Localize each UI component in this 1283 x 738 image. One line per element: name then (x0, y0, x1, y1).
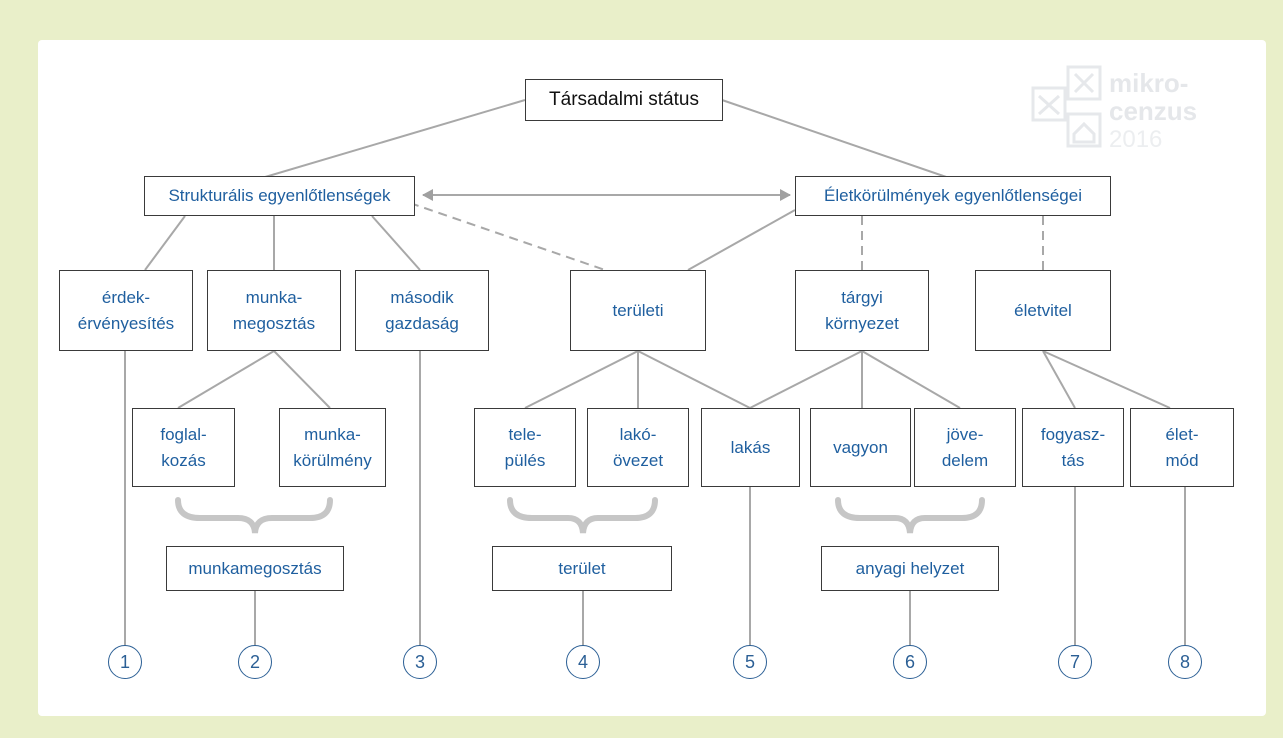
brace-munkamegosztas (175, 497, 333, 534)
line-2: mód (1165, 450, 1199, 470)
node-vagyon: vagyon (810, 408, 911, 487)
line-ter-lakas (637, 350, 751, 409)
line-munka-korulmeny (273, 350, 331, 409)
line-targy-jove (861, 350, 961, 409)
group-munkamegosztas-label: munkamegosztás (188, 558, 322, 578)
number-circle-label: 3 (414, 651, 425, 672)
node-foglalkozas: foglal-kozás (132, 408, 235, 487)
node-targyi-kornyezet: tárgyi környezet (795, 270, 929, 351)
line-2: megosztás (232, 313, 316, 333)
number-circle-label: 2 (249, 651, 260, 672)
number-circle-label: 6 (904, 651, 915, 672)
line-targy-lakas (749, 350, 863, 409)
node-lakas: lakás (701, 408, 800, 487)
brace-terulet (507, 497, 658, 534)
node-strukturalis: Strukturális egyenlőtlenségek (144, 176, 415, 216)
group-terulet-label: terület (558, 558, 606, 578)
node-telepules: tele-pülés (474, 408, 576, 487)
line-munka-foglal (177, 350, 275, 409)
node-munkakorulmeny: munka-körülmény (279, 408, 386, 487)
number-circle-1: 1 (108, 645, 142, 679)
line-1: területi (612, 300, 664, 320)
line-2: tás (1061, 450, 1085, 470)
line-l1-masodik (371, 215, 421, 271)
line-1: tárgyi (841, 287, 883, 307)
node-eletkorulmenyek: Életkörülmények egyenlőtlenségei (795, 176, 1111, 216)
line-r1-teruleti (687, 209, 796, 271)
node-masodik-gazdasag: második gazdaság (355, 270, 489, 351)
group-anyagi-helyzet: anyagi helyzet (821, 546, 999, 591)
line-1: lakó- (619, 424, 657, 444)
line-2: környezet (825, 313, 899, 333)
node-lakoovezet: lakó-övezet (587, 408, 689, 487)
node-jovedelem: jöve-delem (914, 408, 1016, 487)
node-strukturalis-label: Strukturális egyenlőtlenségek (168, 186, 391, 205)
number-circle-3: 3 (403, 645, 437, 679)
line-1: munka- (304, 424, 361, 444)
line-root-left (254, 99, 526, 181)
line-1: fogyasz- (1040, 424, 1106, 444)
number-circle-2: 2 (238, 645, 272, 679)
line-1: életvitel (1014, 300, 1072, 320)
number-circle-label: 5 (744, 651, 755, 672)
number-circle-label: 7 (1069, 651, 1080, 672)
line-1: jöve- (946, 424, 984, 444)
number-circle-7: 7 (1058, 645, 1092, 679)
line-2: érvényesítés (77, 313, 175, 333)
node-teruleti: területi (570, 270, 706, 351)
node-root-label: Társadalmi státus (549, 89, 699, 110)
line-1: foglal- (160, 424, 207, 444)
brace-anyagi (835, 497, 985, 534)
node-root: Társadalmi státus (525, 79, 723, 121)
diagram-panel (38, 40, 1266, 716)
line-2: delem (941, 450, 989, 470)
node-erdekervenyesites: érdek-érvényesítés (59, 270, 193, 351)
number-circle-label: 4 (577, 651, 588, 672)
number-circle-label: 1 (119, 651, 130, 672)
node-eletkorulmenyek-label: Életkörülmények egyenlőtlenségei (824, 186, 1082, 205)
line-l1-erdek (144, 215, 186, 271)
line-elet-mod (1042, 350, 1171, 409)
line-1: élet- (1165, 424, 1199, 444)
number-circle-label: 8 (1179, 651, 1190, 672)
line-2: pülés (504, 450, 546, 470)
line-1: vagyon (833, 437, 888, 457)
group-terulet: terület (492, 546, 672, 591)
node-eletvitel: életvitel (975, 270, 1111, 351)
node-munkamegosztas: munka-megosztás (207, 270, 341, 351)
line-root-right (721, 99, 956, 181)
logo-text-year: 2016 (1109, 126, 1162, 153)
line-2: kozás (161, 450, 206, 470)
line-1: tele- (508, 424, 542, 444)
line-ter-tele (524, 350, 639, 409)
node-eletmod: élet-mód (1130, 408, 1234, 487)
logo-text-mikro: mikro- (1109, 68, 1188, 98)
number-circle-6: 6 (893, 645, 927, 679)
mikrocenzus-logo: mikro- cenzus 2016 (1031, 65, 1197, 153)
line-elet-fogy (1042, 350, 1076, 409)
group-munkamegosztas: munkamegosztás (166, 546, 344, 591)
line-2: körülmény (293, 450, 372, 470)
line-1: munka- (245, 287, 303, 307)
node-fogyasztas: fogyasz-tás (1022, 408, 1124, 487)
line-l1-teruleti-dashed (409, 202, 606, 271)
logo-text-cenzus: cenzus (1109, 96, 1197, 126)
line-2: gazdaság (385, 313, 459, 333)
line-2: övezet (612, 450, 664, 470)
number-circle-8: 8 (1168, 645, 1202, 679)
line-1: második (390, 287, 454, 307)
line-1: lakás (730, 437, 771, 457)
number-circle-4: 4 (566, 645, 600, 679)
group-anyagi-helyzet-label: anyagi helyzet (855, 558, 965, 578)
line-1: érdek- (101, 287, 151, 307)
number-circle-5: 5 (733, 645, 767, 679)
